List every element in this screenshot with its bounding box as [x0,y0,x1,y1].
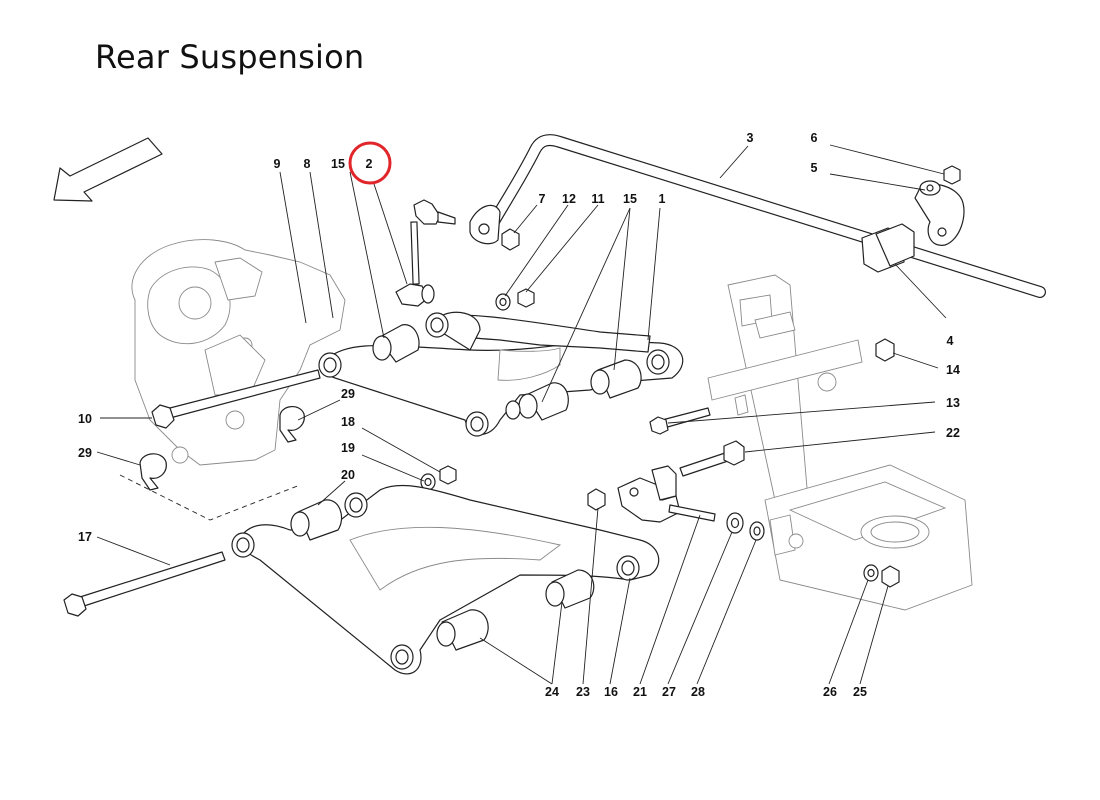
nut-25 [881,565,900,588]
bushing-upper-front [372,324,420,363]
callout-29b: 29 [78,446,92,460]
nut-18 [439,465,457,485]
callout-21: 21 [633,685,647,699]
callout-14: 14 [946,363,960,377]
washer-12 [495,293,511,311]
callout-4: 4 [947,334,954,348]
bushing-lower-23 [545,569,595,609]
callout-15b: 15 [623,192,637,206]
spring-washer-28 [749,521,765,541]
clamp-29-upper [279,406,305,443]
nut-14 [875,338,895,362]
callout-5: 5 [811,161,818,175]
callout-17: 17 [78,530,92,544]
nut-7 [501,228,520,251]
bushing-lower-24 [436,609,489,651]
callout-8: 8 [304,157,311,171]
callout-12: 12 [562,192,576,206]
nut-11 [517,288,535,308]
callout-2: 2 [366,157,373,171]
bolt-17 [63,551,226,617]
callout-labels: 9 8 15 2 3 6 5 7 12 11 15 1 4 14 13 22 1… [78,131,960,699]
callout-20: 20 [341,468,355,482]
callout-7: 7 [539,192,546,206]
callout-18: 18 [341,415,355,429]
anti-roll-bar [469,134,1046,298]
lower-wishbone [231,484,660,675]
bushing-upper-rear-b [590,359,642,399]
callout-16: 16 [604,685,618,699]
bushing-lower-20 [290,499,343,541]
nut-6 [943,165,961,185]
callout-23: 23 [576,685,590,699]
nut-23 [587,488,606,511]
page-title: Rear Suspension [95,38,365,76]
bracket-21 [617,465,716,523]
callout-27: 27 [662,685,676,699]
bushing-upper-rear-a [505,382,569,421]
stabilizer-link [395,199,456,307]
callout-24: 24 [545,685,559,699]
anti-roll-bar-bushing [861,223,915,273]
callout-28: 28 [691,685,705,699]
callout-19: 19 [341,441,355,455]
direction-arrow-icon [53,137,163,202]
clamp-29-lower [139,453,167,491]
callout-6: 6 [811,131,818,145]
callout-9: 9 [274,157,281,171]
callout-11: 11 [591,192,604,206]
callout-10: 10 [78,412,92,426]
highlight-ring [348,141,392,185]
upper-wishbone [318,311,684,437]
mounting-bracket [914,180,965,246]
callout-15: 15 [331,157,345,171]
assembly-guide [119,474,301,521]
gearbox-housing [131,239,346,466]
callout-29a: 29 [341,387,355,401]
callout-25: 25 [853,685,867,699]
leader-lines [96,144,947,685]
callout-22: 22 [946,426,960,440]
callout-26: 26 [823,685,837,699]
washer-26 [863,564,879,582]
washer-19 [420,473,436,491]
bolt-10 [151,369,321,429]
washer-27 [726,512,744,534]
callout-3: 3 [747,131,754,145]
callout-13: 13 [946,396,960,410]
bolt-13 [649,407,711,435]
bolt-22 [679,440,745,477]
callout-1: 1 [659,192,666,206]
